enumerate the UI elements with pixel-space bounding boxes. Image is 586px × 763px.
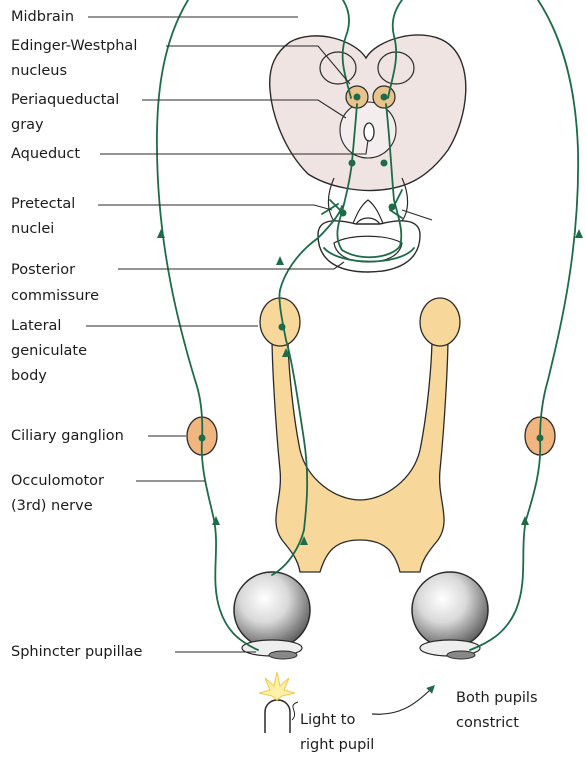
lgb-seam-right xyxy=(433,330,447,344)
constrict-arrow xyxy=(372,688,432,714)
label-sphincter-pupillae: Sphincter pupillae xyxy=(11,640,142,665)
label-lgb-3: body xyxy=(11,364,47,389)
arrow-ciliary-right xyxy=(521,516,529,525)
label-ciliary-ganglion: Ciliary ganglion xyxy=(11,424,124,449)
label-light-1: Light to xyxy=(300,708,355,733)
label-occulomotor-2: (3rd) nerve xyxy=(11,494,93,519)
oculomotor-nerve-right xyxy=(470,0,578,650)
synapse-dot xyxy=(279,324,286,331)
light-source-base-cover xyxy=(262,733,293,753)
leader-posterior xyxy=(118,262,344,269)
synapse-dot xyxy=(340,210,347,217)
synapse-dot xyxy=(349,160,356,167)
right-sphincter-pupillae xyxy=(269,651,297,659)
synapse-dot xyxy=(537,435,544,442)
synapse-dot xyxy=(381,94,388,101)
label-lgb-2: geniculate xyxy=(11,339,87,364)
label-edinger-westphal-1: Edinger-Westphal xyxy=(11,34,137,59)
label-posterior-1: Posterior xyxy=(11,258,75,283)
leader-pretectal xyxy=(98,205,332,210)
arrow-oculomotor-right xyxy=(575,229,583,238)
optic-pathway xyxy=(272,336,448,572)
light-burst-icon xyxy=(259,672,295,700)
synapse-dot xyxy=(354,94,361,101)
nerve-arrows xyxy=(157,229,583,545)
aqueduct xyxy=(364,123,374,141)
light-leader-line xyxy=(292,702,298,720)
arrow-oculomotor-left xyxy=(157,229,165,238)
label-periaqueductal-1: Periaqueductal xyxy=(11,88,119,113)
label-pretectal-1: Pretectal xyxy=(11,192,75,217)
label-pretectal-2: nuclei xyxy=(11,217,54,242)
left-sphincter-pupillae xyxy=(447,651,475,659)
oculomotor-nerve-left xyxy=(157,0,258,650)
pretectal-branches xyxy=(322,190,402,218)
pretectal-edge xyxy=(402,210,432,220)
synapse-dot xyxy=(389,204,396,211)
label-aqueduct: Aqueduct xyxy=(11,142,80,167)
left-eye xyxy=(412,572,488,648)
synapse-dot xyxy=(199,435,206,442)
label-midbrain: Midbrain xyxy=(11,5,74,30)
label-periaqueductal-2: gray xyxy=(11,113,44,138)
label-lgb-1: Lateral xyxy=(11,314,61,339)
label-posterior-2: commissure xyxy=(11,284,99,309)
right-eye xyxy=(234,572,310,648)
label-both-pupils-2: constrict xyxy=(456,711,519,736)
pretectal-notch xyxy=(356,218,380,224)
label-edinger-westphal-2: nucleus xyxy=(11,59,67,84)
arrow-afferent-upper xyxy=(276,256,284,265)
label-both-pupils-1: Both pupils xyxy=(456,686,538,711)
label-light-2: right pupil xyxy=(300,733,374,758)
synapse-dot xyxy=(381,160,388,167)
label-occulomotor-1: Occulomotor xyxy=(11,469,104,494)
